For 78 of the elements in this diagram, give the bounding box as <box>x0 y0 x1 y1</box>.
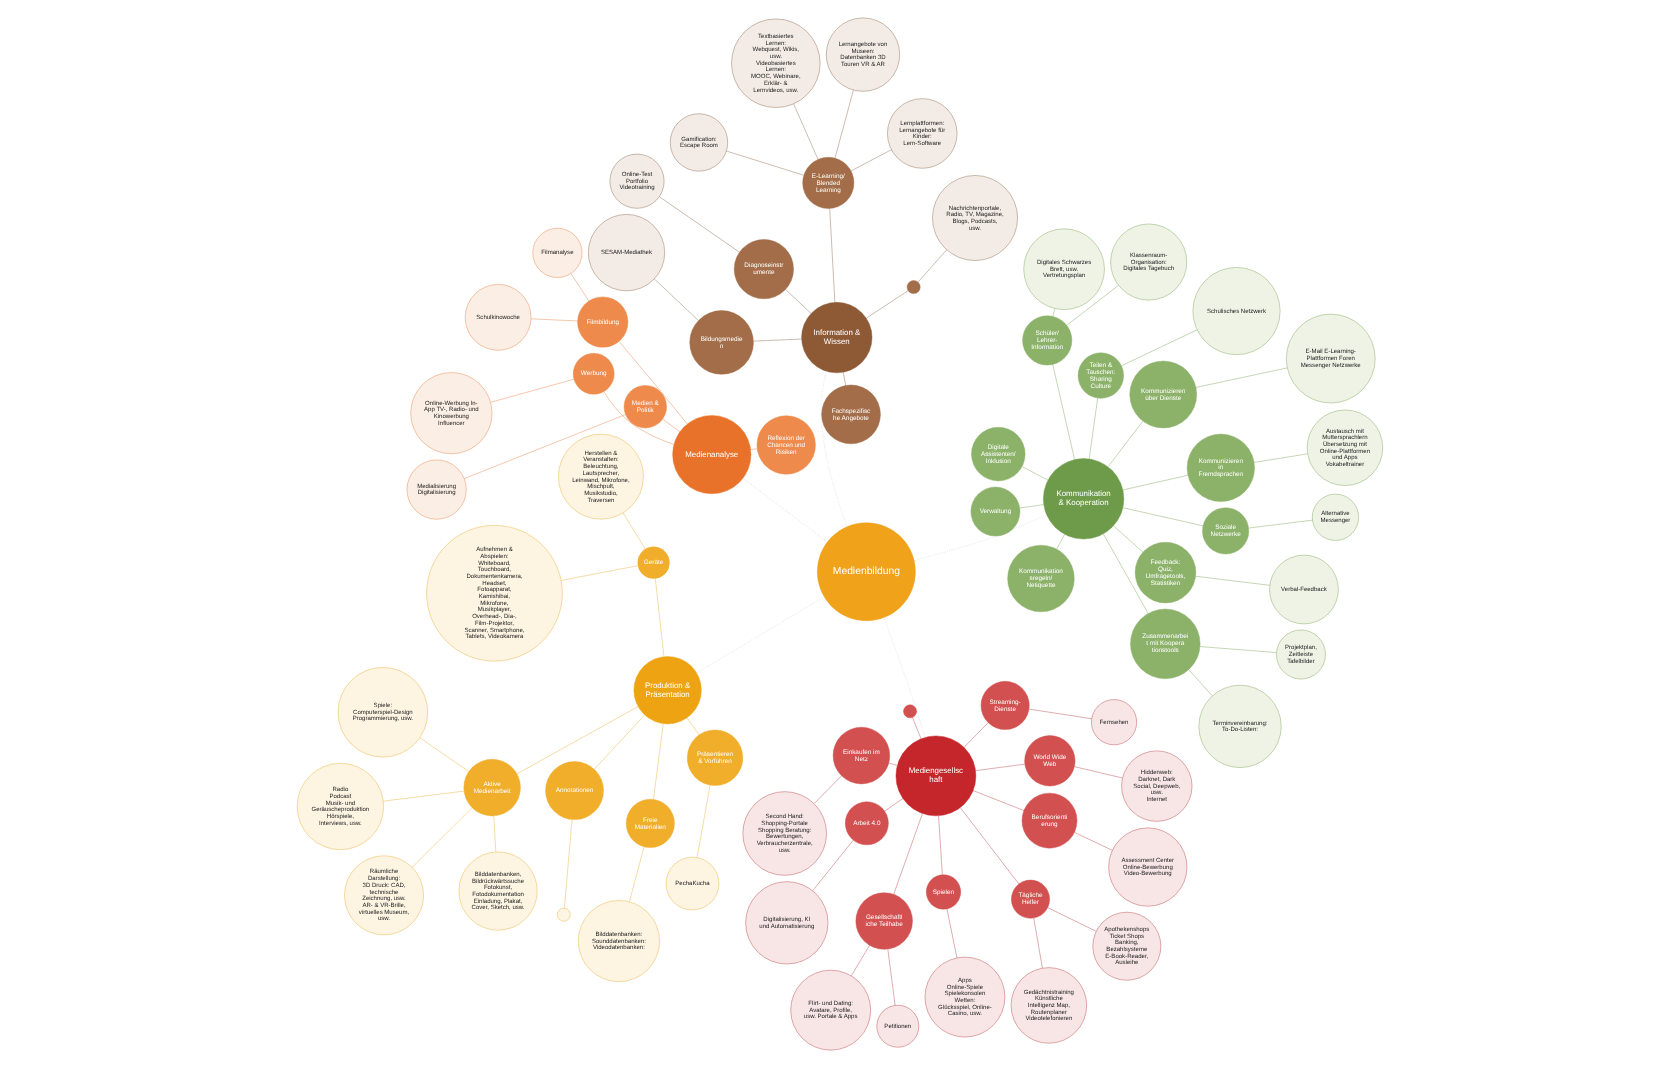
connector <box>883 616 926 738</box>
connector <box>750 448 758 450</box>
connector <box>659 196 740 253</box>
connector <box>653 723 664 800</box>
connector <box>411 807 473 868</box>
connector <box>516 706 639 775</box>
connector <box>1113 525 1144 553</box>
connector <box>963 722 989 748</box>
connector <box>530 318 578 322</box>
connector <box>1074 766 1123 779</box>
connector <box>1066 285 1119 326</box>
node-circle <box>557 907 571 922</box>
connector <box>1122 475 1189 491</box>
connector <box>603 391 675 445</box>
connector <box>594 714 645 770</box>
connector <box>866 290 909 319</box>
connector <box>912 717 922 739</box>
connector <box>1019 504 1044 509</box>
connector <box>662 418 681 432</box>
connector <box>1021 466 1049 481</box>
connector <box>629 846 645 902</box>
node-circle <box>906 280 921 294</box>
connector <box>834 89 854 159</box>
connector <box>972 790 1025 811</box>
connector <box>570 273 590 302</box>
node-circle <box>903 704 917 719</box>
connector <box>696 784 711 858</box>
connector <box>1056 534 1065 550</box>
connector <box>1052 364 1075 460</box>
connector <box>1088 397 1098 460</box>
connector <box>1195 367 1288 388</box>
connector <box>829 208 836 303</box>
connector <box>884 798 904 812</box>
connector <box>975 763 1026 771</box>
connector <box>1122 507 1204 527</box>
connector <box>843 372 846 386</box>
connector <box>887 949 896 1006</box>
connector <box>917 249 947 283</box>
connector <box>696 596 825 674</box>
connector <box>1248 519 1313 529</box>
connector <box>464 414 626 479</box>
connector <box>793 103 819 160</box>
connector <box>785 289 812 314</box>
connector <box>1028 708 1092 719</box>
connector <box>1103 533 1149 614</box>
connector <box>1195 576 1270 586</box>
connector <box>893 813 923 895</box>
connector <box>1033 917 1043 969</box>
connector <box>1107 420 1144 468</box>
connector <box>850 149 892 172</box>
connector <box>726 150 805 176</box>
connector <box>812 839 854 891</box>
connector <box>888 762 898 766</box>
connector <box>938 815 943 876</box>
connector <box>493 815 497 853</box>
connector <box>851 945 870 977</box>
connector <box>814 775 842 804</box>
connector <box>946 908 958 959</box>
connector <box>1188 669 1213 696</box>
connector <box>383 790 465 802</box>
connector <box>753 338 802 342</box>
connector <box>1199 646 1277 653</box>
connector <box>686 717 700 736</box>
connector <box>655 578 665 657</box>
connector <box>1052 308 1055 317</box>
connector <box>1074 832 1113 851</box>
connector <box>1121 329 1198 366</box>
connector <box>561 565 639 581</box>
connector <box>654 278 699 321</box>
connector <box>1047 907 1097 932</box>
connector <box>622 512 646 550</box>
connector <box>960 807 1019 885</box>
connector <box>1253 453 1308 463</box>
connector <box>564 819 573 909</box>
connector <box>820 370 848 528</box>
connector <box>490 379 575 403</box>
connector <box>419 737 469 772</box>
connector <box>618 341 688 425</box>
